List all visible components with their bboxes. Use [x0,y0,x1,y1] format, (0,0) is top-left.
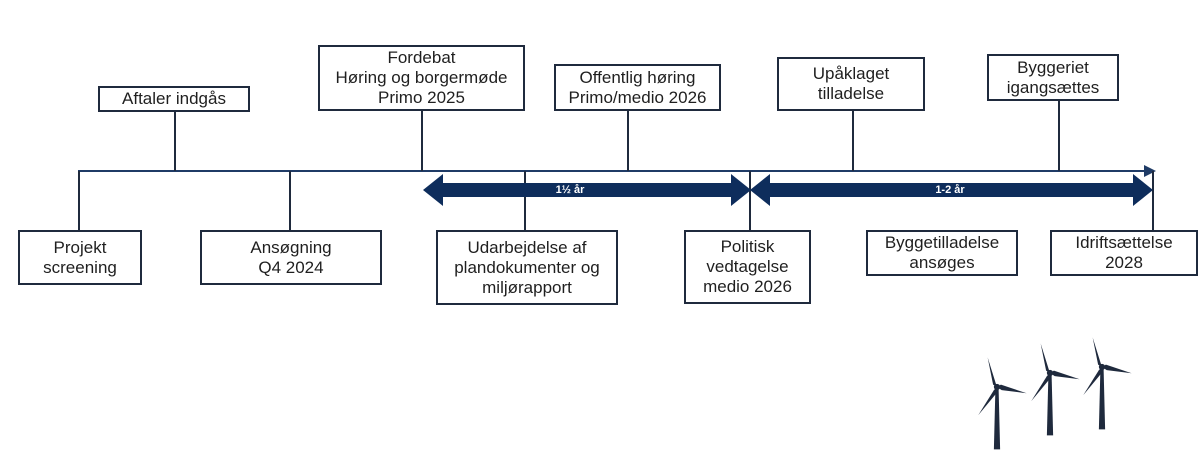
milestone-line: screening [43,257,117,277]
milestone-line: plandokumenter og [454,257,600,277]
connector-offentlig [627,110,629,171]
milestone-offentlig: Offentlig høring Primo/medio 2026 [554,64,721,111]
connector-fordebat [421,110,423,171]
milestone-line: Aftaler indgås [122,89,226,108]
milestone-line: Projekt [53,237,107,257]
milestone-projekt: Projekt screening [18,230,142,285]
milestone-udarbejdelse: Udarbejdelse af plandokumenter og miljør… [436,230,618,305]
wind-turbine-icon [1083,337,1132,430]
milestone-line: Høring og borgermøde [335,68,508,87]
connector-aftaler [174,110,176,171]
milestone-line: ansøges [909,253,975,272]
milestone-line: Ansøgning [250,237,332,257]
connector-politisk [749,171,751,232]
wind-turbine-icon [978,357,1027,450]
milestone-politisk: Politisk vedtagelse medio 2026 [684,230,811,304]
duration-label-phase-2: 1-2 år [935,184,965,196]
milestone-idriftsaettelse: Idriftsættelse 2028 [1050,230,1198,276]
duration-arrow-phase-2 [750,174,1153,206]
milestone-line: Primo/medio 2026 [568,87,707,107]
milestone-line: medio 2026 [703,277,792,296]
wind-turbine-icon [1031,343,1080,436]
milestone-line: Byggeriet [1017,57,1089,77]
timeline-axis [78,170,1148,172]
milestone-byggetilladelse: Byggetilladelse ansøges [866,230,1018,276]
milestone-line: 2028 [1105,253,1143,272]
milestone-line: Udarbejdelse af [467,237,587,257]
milestone-line: Offentlig høring [579,67,696,87]
duration-label-phase-1: 1½ år [555,184,585,196]
milestone-line: miljørapport [482,277,572,297]
milestone-line: Q4 2024 [258,257,324,277]
milestone-fordebat: Fordebat Høring og borgermøde Primo 2025 [318,45,525,111]
connector-udarbejdelse [524,171,526,232]
connector-ansogning [289,171,291,232]
connector-projekt [78,171,80,232]
connector-byggeriet [1058,100,1060,171]
connector-idriftsaettelse [1152,171,1154,232]
milestone-line: tilladelse [817,84,885,103]
milestone-line: Fordebat [387,48,456,67]
milestone-line: vedtagelse [706,257,789,276]
duration-arrow-phase-1 [423,174,751,206]
milestone-line: Primo 2025 [378,88,465,107]
milestone-line: Politisk [720,237,775,256]
milestone-upaklaget: Upåklaget tilladelse [777,57,925,111]
milestone-line: Idriftsættelse [1075,233,1173,252]
milestone-line: Byggetilladelse [884,233,1000,252]
milestone-aftaler: Aftaler indgås [98,86,250,112]
milestone-ansogning: Ansøgning Q4 2024 [200,230,382,285]
milestone-line: igangsættes [1006,77,1100,97]
milestone-byggeriet: Byggeriet igangsættes [987,54,1119,101]
connector-upaklaget [852,110,854,171]
milestone-line: Upåklaget [812,64,890,83]
